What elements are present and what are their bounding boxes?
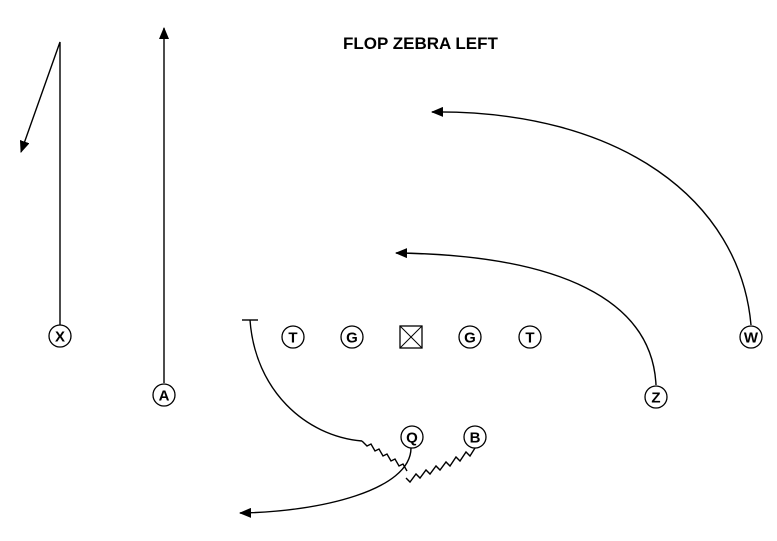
route-w-deep-cross xyxy=(431,106,752,326)
player-right-guard: G xyxy=(458,325,482,349)
player-right-tackle-label: T xyxy=(525,330,534,347)
player-left-tackle-label: T xyxy=(288,330,297,347)
route-x-go-out xyxy=(19,41,61,325)
player-q: Q xyxy=(400,425,424,449)
player-left-tackle: T xyxy=(281,325,305,349)
player-q-label: Q xyxy=(406,430,418,447)
route-z-cross xyxy=(395,248,657,386)
player-a: A xyxy=(152,383,176,407)
route-lt-motion-zigzag xyxy=(361,440,408,472)
player-w-label: W xyxy=(744,330,759,347)
player-x-label: X xyxy=(55,329,65,346)
player-b: B xyxy=(463,425,487,449)
player-x: X xyxy=(48,324,72,348)
player-left-guard: G xyxy=(340,325,364,349)
route-lt-block xyxy=(249,319,363,442)
player-b-label: B xyxy=(470,430,481,447)
player-z-label: Z xyxy=(651,390,660,407)
player-z: Z xyxy=(644,385,668,409)
player-w: W xyxy=(739,325,763,349)
player-left-guard-label: G xyxy=(346,330,358,347)
route-q-rollout xyxy=(239,447,412,518)
play-title: FLOP ZEBRA LEFT xyxy=(343,34,499,53)
player-right-guard-label: G xyxy=(464,330,476,347)
player-center xyxy=(399,325,423,349)
player-a-label: A xyxy=(159,388,170,405)
route-b-motion-zigzag xyxy=(405,447,476,484)
player-right-tackle: T xyxy=(518,325,542,349)
